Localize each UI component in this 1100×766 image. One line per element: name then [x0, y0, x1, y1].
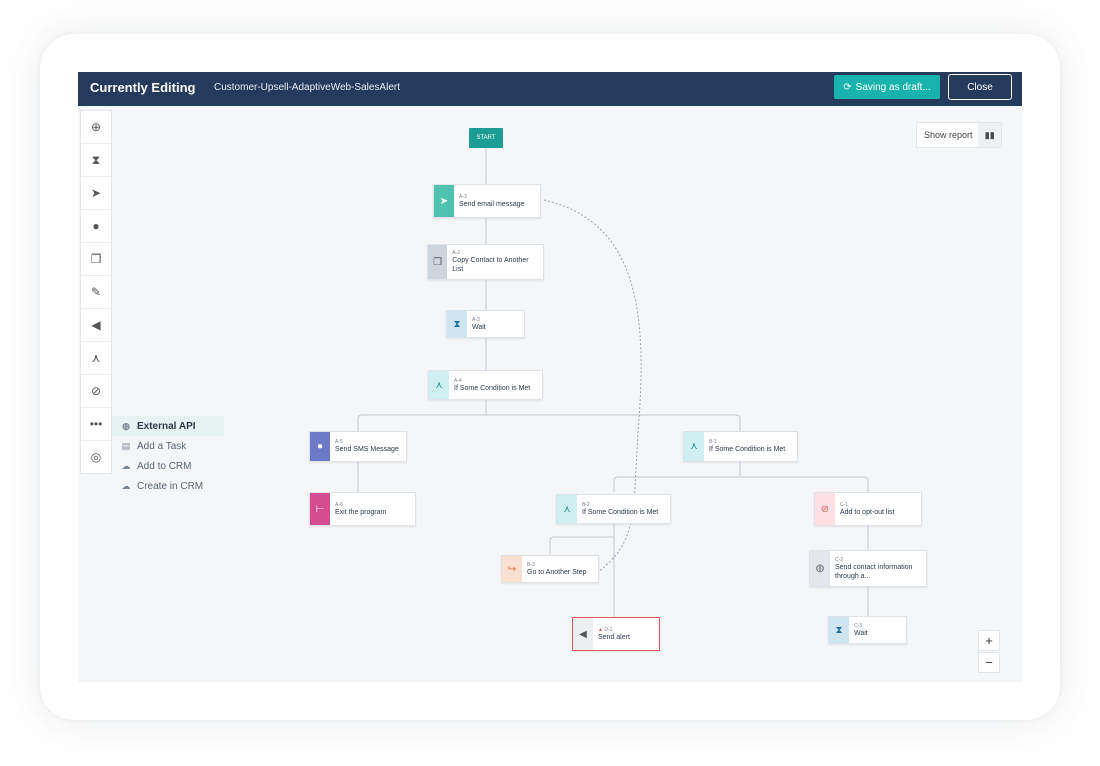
edit-icon[interactable]: ✎: [81, 276, 111, 309]
node-id: A-3: [472, 316, 480, 323]
node-label: Exit the program: [335, 508, 387, 516]
node-id: B-1: [709, 439, 717, 445]
node-id: C-2: [835, 556, 844, 563]
warning-icon: ▲: [598, 626, 605, 633]
block-icon[interactable]: ⊘: [81, 375, 111, 408]
node-label: Wait: [854, 629, 868, 637]
node-id: C-3: [854, 622, 863, 629]
node-label: Send alert: [598, 633, 630, 641]
api-icon[interactable]: ◎: [90, 450, 102, 464]
node-label: Add to opt-out list: [840, 508, 895, 516]
megaphone-icon: ◀: [573, 618, 593, 650]
app-window: Currently Editing Customer-Upsell-Adapti…: [78, 72, 1022, 682]
submenu-label: Add a Task: [137, 440, 187, 452]
node-label: Send email message: [459, 200, 525, 208]
start-node[interactable]: START: [469, 128, 503, 148]
globe-icon: ◍: [122, 420, 130, 431]
submenu-create-in-crm[interactable]: ☁ Create in CRM: [112, 476, 224, 496]
submenu-label: Create in CRM: [137, 480, 204, 492]
show-report-button[interactable]: Show report ▮▮: [916, 122, 1002, 148]
node-id: B-2: [582, 501, 590, 508]
submenu-label: Add to CRM: [137, 460, 192, 472]
copy-list-icon[interactable]: ❐: [81, 243, 111, 276]
block-icon: ⊘: [815, 493, 835, 525]
copy-icon: ❐: [428, 245, 448, 279]
node-id: A-3: [459, 193, 467, 200]
submenu-add-to-crm[interactable]: ☁ Add to CRM: [112, 456, 224, 476]
branch-icon: ⋏: [684, 432, 704, 461]
top-bar: Currently Editing Customer-Upsell-Adapti…: [78, 72, 1022, 106]
node-label: If Some Condition is Met: [454, 384, 531, 392]
node-id-text: D-1: [604, 626, 613, 633]
submenu-external-api[interactable]: ◍ External API: [112, 416, 224, 436]
more-icon[interactable]: •••: [81, 408, 111, 441]
save-draft-button[interactable]: ⟳ Saving as draft...: [834, 75, 940, 99]
node-id: ▲ D-1: [598, 627, 630, 633]
save-draft-label: Saving as draft...: [855, 81, 931, 93]
globe-icon: ◍: [810, 551, 830, 586]
email-icon[interactable]: ➤: [81, 177, 111, 210]
editing-title: Currently Editing: [90, 80, 196, 95]
bar-chart-icon: ▮▮: [978, 123, 1001, 147]
goto-icon: ↪: [502, 556, 522, 582]
submenu-add-task[interactable]: ▤ Add a Task: [112, 436, 224, 456]
flow-name: Customer-Upsell-AdaptiveWeb-SalesAlert: [214, 82, 400, 93]
node-id: C-1: [840, 501, 849, 508]
node-label: Go to Another Step: [527, 568, 587, 576]
task-icon: ▤: [121, 440, 131, 451]
close-button[interactable]: Close: [948, 74, 1012, 100]
crm-icon: ☁: [121, 460, 131, 471]
node-id: B-3: [527, 561, 535, 568]
cloud-icon: ☁: [121, 480, 131, 491]
zoom-out-button[interactable]: −: [978, 652, 1000, 673]
hourglass-icon: ⧗: [829, 617, 849, 643]
flow-connectors: [357, 148, 869, 617]
node-label: Send contact information through a...: [835, 563, 913, 580]
node-id: A-6: [335, 501, 343, 508]
condition-icon[interactable]: ⋏: [81, 342, 111, 375]
entry-icon[interactable]: ⊕: [81, 111, 111, 144]
zoom-in-button[interactable]: +: [978, 630, 1000, 651]
chat-icon: ●: [310, 432, 330, 461]
show-report-label: Show report: [924, 130, 973, 140]
exit-icon: ⊢: [310, 493, 330, 525]
sync-icon: ⟳: [843, 81, 852, 93]
node-label: If Some Condition is Met: [709, 446, 786, 453]
branch-icon: ⋏: [429, 371, 449, 399]
submenu-label: External API: [137, 420, 196, 432]
tool-palette: ⊕ ⧗ ➤ ● ❐ ✎ ◀ ⋏ ⊘ ••• ◎: [80, 110, 112, 474]
node-id: A-4: [454, 377, 462, 384]
node-id: A-2: [452, 250, 461, 256]
node-label: Copy Contact to Another List: [452, 257, 529, 273]
alert-icon[interactable]: ◀: [81, 309, 111, 342]
send-icon: ➤: [434, 185, 454, 217]
branch-icon: ⋏: [557, 495, 577, 523]
hourglass-icon: ⧗: [447, 311, 467, 337]
node-label: If Some Condition is Met: [582, 508, 659, 516]
node-label: Wait: [472, 323, 486, 331]
sms-icon[interactable]: ●: [81, 210, 111, 243]
wait-icon[interactable]: ⧗: [81, 144, 111, 177]
node-label: Send SMS Message: [335, 446, 399, 453]
node-id: A-5: [335, 439, 343, 445]
tool-submenu: ◍ External API ▤ Add a Task ☁ Add to CRM ☁ C…: [112, 416, 224, 496]
